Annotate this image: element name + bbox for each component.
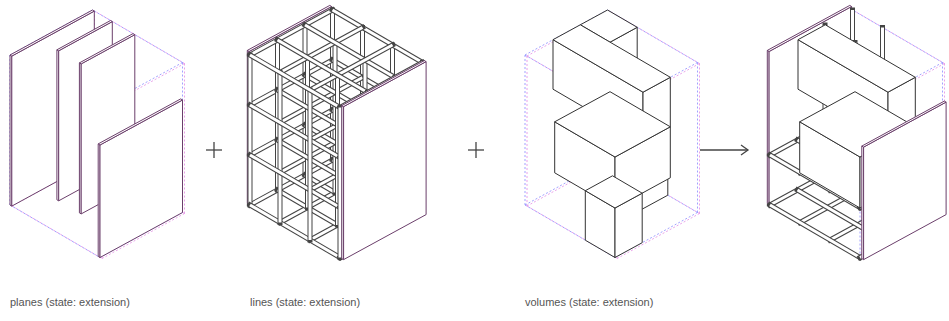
caption-label: lines (state: extension) [250, 296, 360, 308]
plane [79, 34, 134, 64]
guide-line [340, 108, 341, 258]
frame-member [308, 90, 313, 240]
guide-line [697, 63, 698, 213]
guide-line [10, 205, 100, 258]
frame-member [309, 90, 312, 240]
frame-member [278, 73, 283, 223]
frame-member [249, 55, 252, 205]
caption-label: planes (state: extension) [10, 296, 130, 308]
frame-member [770, 205, 860, 258]
plane [57, 21, 112, 51]
frame-member [278, 40, 368, 93]
plane [344, 62, 427, 260]
frame-member [339, 108, 342, 258]
frame-member [250, 155, 340, 208]
result-arrow [700, 145, 748, 155]
plane [249, 7, 332, 205]
frame-member [250, 205, 340, 258]
guide-line [184, 64, 185, 214]
guide-line [699, 64, 700, 214]
volume [553, 25, 670, 92]
frame-member [250, 105, 340, 158]
frame-member [248, 55, 253, 205]
frame-member [770, 205, 860, 258]
plus-sign [206, 142, 222, 158]
volume [555, 92, 671, 157]
frame-member [278, 40, 368, 93]
plane [247, 50, 249, 204]
volume [798, 25, 915, 92]
frame-member [250, 55, 340, 108]
plane [862, 101, 946, 147]
plane [100, 100, 183, 258]
frame-member [250, 155, 340, 208]
caption-label: volumes (state: extension) [525, 296, 653, 308]
frame-member [250, 105, 340, 158]
volume [585, 176, 642, 208]
guide-line [525, 55, 526, 205]
frame-member [250, 205, 340, 258]
frame-member [279, 73, 282, 223]
plane [98, 99, 182, 145]
plus-sign [468, 142, 484, 158]
guide-line [527, 56, 528, 206]
plane [342, 61, 426, 107]
plane [864, 102, 947, 260]
frame-member [250, 55, 340, 108]
guide-line [250, 55, 251, 205]
